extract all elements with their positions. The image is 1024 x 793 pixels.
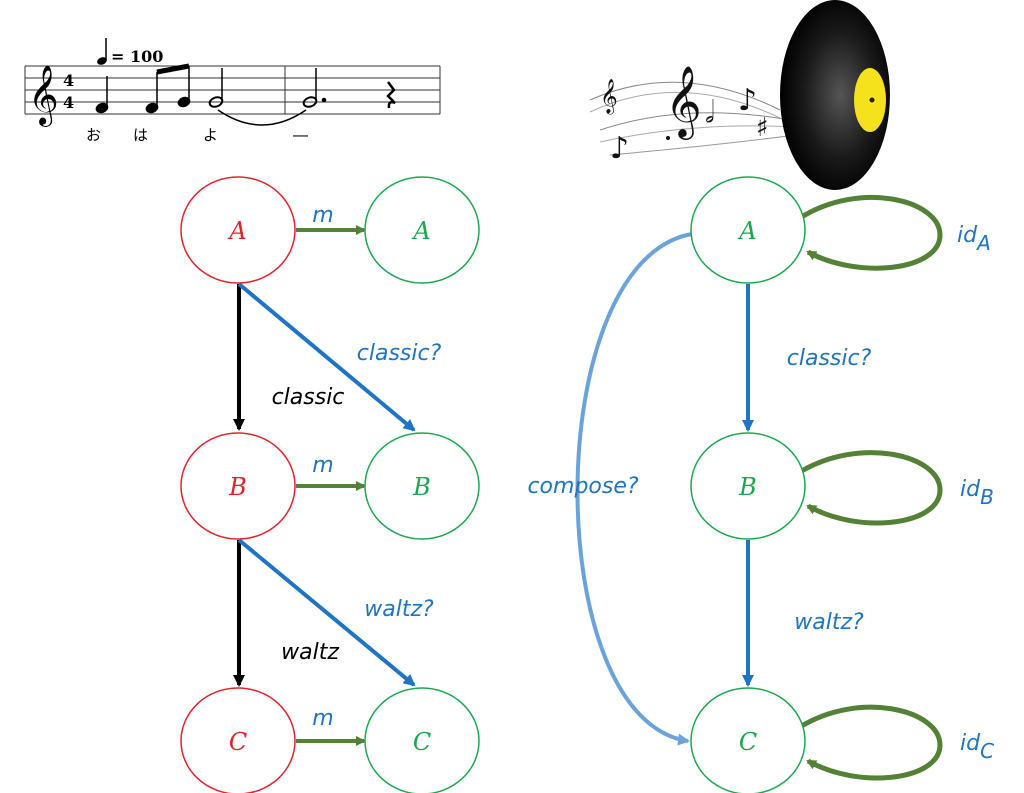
label-right-waltz-query: waltz? [794, 610, 864, 635]
lyric-3: よ [203, 126, 218, 144]
svg-text:A: A [411, 217, 430, 245]
node-target-c: C [364, 687, 480, 793]
quarter-rest [386, 81, 396, 109]
label-waltz: waltz [281, 640, 339, 665]
treble-clef-large-icon: 𝄞 [665, 64, 702, 140]
node-target-a: A [364, 176, 480, 284]
time-signature-top: 4 [63, 71, 74, 90]
left-diagram: A B C A B C m m m classic waltz classic?… [180, 176, 480, 793]
svg-text:A: A [227, 217, 246, 245]
label-m-c: m [312, 706, 333, 731]
right-diagram: A B C classic? waltz? compose? idA idB i… [527, 176, 994, 793]
note-icon: ♪ [738, 83, 757, 118]
label-waltz-query: waltz? [364, 597, 434, 622]
tie [217, 109, 307, 126]
tempo-mark: = 100 [97, 38, 163, 66]
edge-classic-query [237, 282, 416, 432]
svg-text:B: B [738, 473, 757, 501]
label-m-a: m [312, 203, 333, 228]
label-id-a: idA [957, 223, 991, 255]
treble-clef-small-icon: 𝄞 [600, 79, 618, 115]
node-right-b: B [690, 432, 806, 540]
sharp-icon: ♯ [756, 113, 769, 143]
lyric-4: ― [293, 126, 308, 144]
music-score: 𝄞 4 4 = 100 [24, 38, 441, 144]
time-signature-bottom: 4 [63, 93, 74, 112]
node-source-c: C [180, 687, 296, 793]
svg-text:B: B [228, 473, 247, 501]
tempo-text: = 100 [111, 47, 163, 66]
svg-text:A: A [737, 217, 756, 245]
loop-id-c [798, 704, 943, 781]
vinyl-record-icon [780, 0, 890, 190]
label-id-b: idB [960, 477, 994, 509]
treble-clef-icon: 𝄞 [28, 65, 59, 127]
label-m-b: m [312, 453, 333, 478]
half-note-icon: 𝅗𝅥 [705, 95, 715, 130]
lyric-2: は [133, 126, 148, 144]
loop-id-a [798, 195, 943, 271]
label-compose-query: compose? [527, 474, 638, 499]
edge-waltz-query [237, 538, 416, 687]
svg-text:C: C [739, 728, 757, 756]
node-right-c: C [690, 687, 806, 793]
edge-compose-query [575, 232, 693, 746]
label-right-classic-query: classic? [787, 346, 872, 371]
loop-id-b [798, 450, 943, 526]
label-classic: classic [272, 385, 345, 410]
svg-text:C: C [229, 728, 247, 756]
label-id-c: idC [960, 731, 994, 763]
node-target-b: B [364, 432, 480, 540]
label-classic-query: classic? [357, 341, 442, 366]
node-source-a: A [180, 176, 296, 284]
node-right-a: A [690, 176, 806, 284]
svg-text:B: B [412, 473, 431, 501]
notes [95, 63, 396, 126]
staff-lines [24, 65, 441, 115]
music-illustration: 𝄞 𝄞 ♪ 𝅗𝅥 ♪ ♯ [589, 0, 890, 190]
node-source-b: B [180, 432, 296, 540]
eighth-note-icon: ♪ [610, 131, 629, 166]
svg-text:C: C [413, 728, 431, 756]
lyric-1: お [86, 126, 101, 144]
